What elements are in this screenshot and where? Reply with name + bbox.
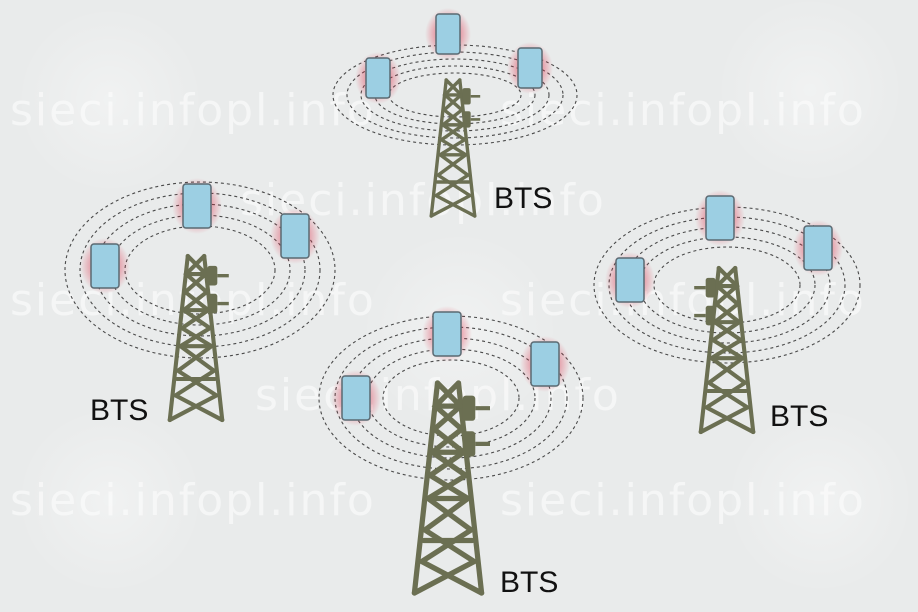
bts-tower-icon [411,380,490,596]
mobile-phone-icon [425,8,471,60]
bts-tower-icon [429,78,481,218]
watermark-text: sieci.infopl.info [500,275,866,326]
globe-shape [15,5,205,195]
watermark-text: sieci.infopl.info [10,475,376,526]
mobile-phone-icon [355,52,401,104]
mobile-phone-icon [331,370,381,426]
bts-label: BTS [770,400,828,433]
cell-left: BTS [64,178,336,427]
globe-shape [715,0,905,185]
mobile-phone-icon [520,336,570,392]
mobile-phone-icon [793,220,843,276]
bts-label: BTS [494,182,552,215]
cell-bottom: BTS [318,306,584,599]
watermarks: sieci.infopl.info sieci.infopl.info siec… [10,85,866,526]
mobile-phone-icon [507,42,553,94]
bts-tower-icon [167,253,229,423]
watermark-text: sieci.infopl.info [500,85,866,136]
mobile-phone-icon [270,208,320,264]
background-globes [15,0,915,595]
mobile-phone-icon [172,178,222,234]
bts-tower-icon [694,265,756,435]
cell-top: BTS [332,8,578,218]
watermark-text: sieci.infopl.info [10,85,376,136]
watermark-text: sieci.infopl.info [500,475,866,526]
globe-shape [725,405,915,595]
mobile-phone-icon [422,306,472,362]
globe-shape [15,405,205,595]
bts-label: BTS [500,566,558,599]
mobile-phone-icon [80,238,130,294]
bts-label: BTS [90,394,148,427]
mobile-phone-icon [695,190,745,246]
mobile-phone-icon [605,252,655,308]
cell-right: BTS [593,190,861,435]
